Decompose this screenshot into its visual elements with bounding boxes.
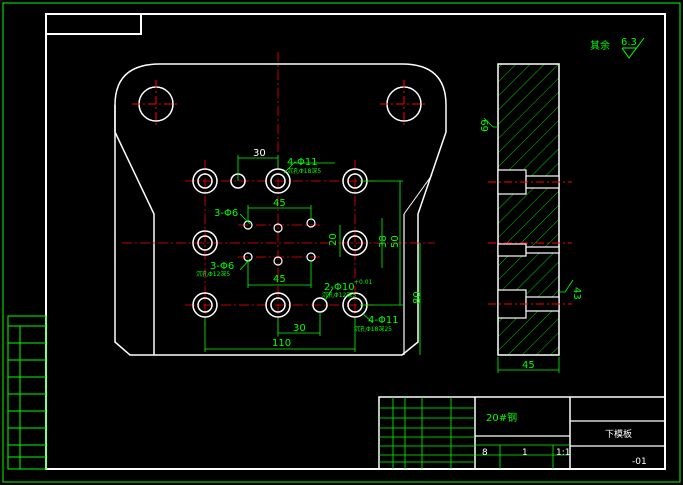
dim-3-d6-lower-sub: 沉孔Φ12深5 [196, 270, 230, 278]
left-side-strip [7, 315, 47, 470]
dim-4-d11-a: 4-Φ11 [287, 157, 318, 168]
dim-2-d10: 2-Φ10 [324, 282, 355, 293]
title-part-name: 下模板 [605, 428, 632, 440]
dim-80: 80 [412, 291, 423, 304]
guide-hole-right[interactable] [380, 80, 428, 128]
dim-30-lower: 30 [293, 323, 306, 334]
dim-3-d6-lower: 3-Φ6 [210, 261, 234, 272]
title-block[interactable] [378, 396, 666, 470]
title-weight: 8 [482, 448, 488, 458]
dim-2-d10-sub: 沉孔Φ12深5 [322, 291, 356, 299]
dim-3-d6-upper: 3-Φ6 [214, 208, 238, 219]
dim-2-d10-tol: +0.01 [354, 279, 373, 286]
title-qty: 1 [522, 448, 528, 458]
center-lines [122, 52, 435, 340]
dim-side-69: 69 [480, 119, 491, 132]
dim-side-43: 43 [571, 287, 582, 300]
guide-hole-left[interactable] [132, 80, 180, 128]
sheet-inner-frame [45, 13, 666, 470]
counterbore-hole-top-mid[interactable] [265, 168, 291, 194]
dim-pitch-top: 30 [253, 148, 266, 159]
dim-side-width-45: 45 [522, 360, 535, 371]
counterbore-hole-mid-right[interactable] [342, 230, 368, 256]
side-view-dimensions [483, 117, 574, 373]
dim-4-d11-a-sub: 沉孔Φ18深5 [287, 167, 321, 175]
counterbore-hole-bottom-mid[interactable] [265, 292, 291, 318]
stamp-box [46, 14, 142, 35]
pin-holes[interactable] [243, 218, 316, 266]
counterbore-hole-top-left[interactable] [192, 168, 218, 194]
dim-50: 50 [390, 235, 401, 248]
title-drawing-number: -01 [632, 457, 647, 467]
dimension-lines [204, 155, 421, 355]
plate-side-section[interactable] [488, 63, 572, 356]
counterbore-hole-bottom-left[interactable] [192, 292, 218, 318]
dim-45-upper: 45 [273, 198, 286, 209]
dim-20: 20 [328, 233, 339, 246]
surface-finish-value: 6.3 [621, 37, 637, 48]
surface-finish-note: 其余 6.3 [590, 37, 645, 59]
surface-finish-label: 其余 [590, 39, 610, 52]
plate-front-view[interactable] [114, 63, 447, 356]
hole-small-bottom[interactable] [312, 297, 328, 313]
title-scale: 1:1 [556, 448, 570, 458]
counterbore-hole-mid-left[interactable] [192, 230, 218, 256]
dim-4-d11-b-sub: 沉孔Φ18深25 [354, 325, 392, 333]
title-material: 20#钢 [486, 411, 517, 424]
dim-4-d11-b: 4-Φ11 [368, 315, 399, 326]
dim-45-lower: 45 [273, 274, 286, 285]
dim-38: 38 [378, 235, 389, 248]
dim-110: 110 [272, 338, 291, 349]
